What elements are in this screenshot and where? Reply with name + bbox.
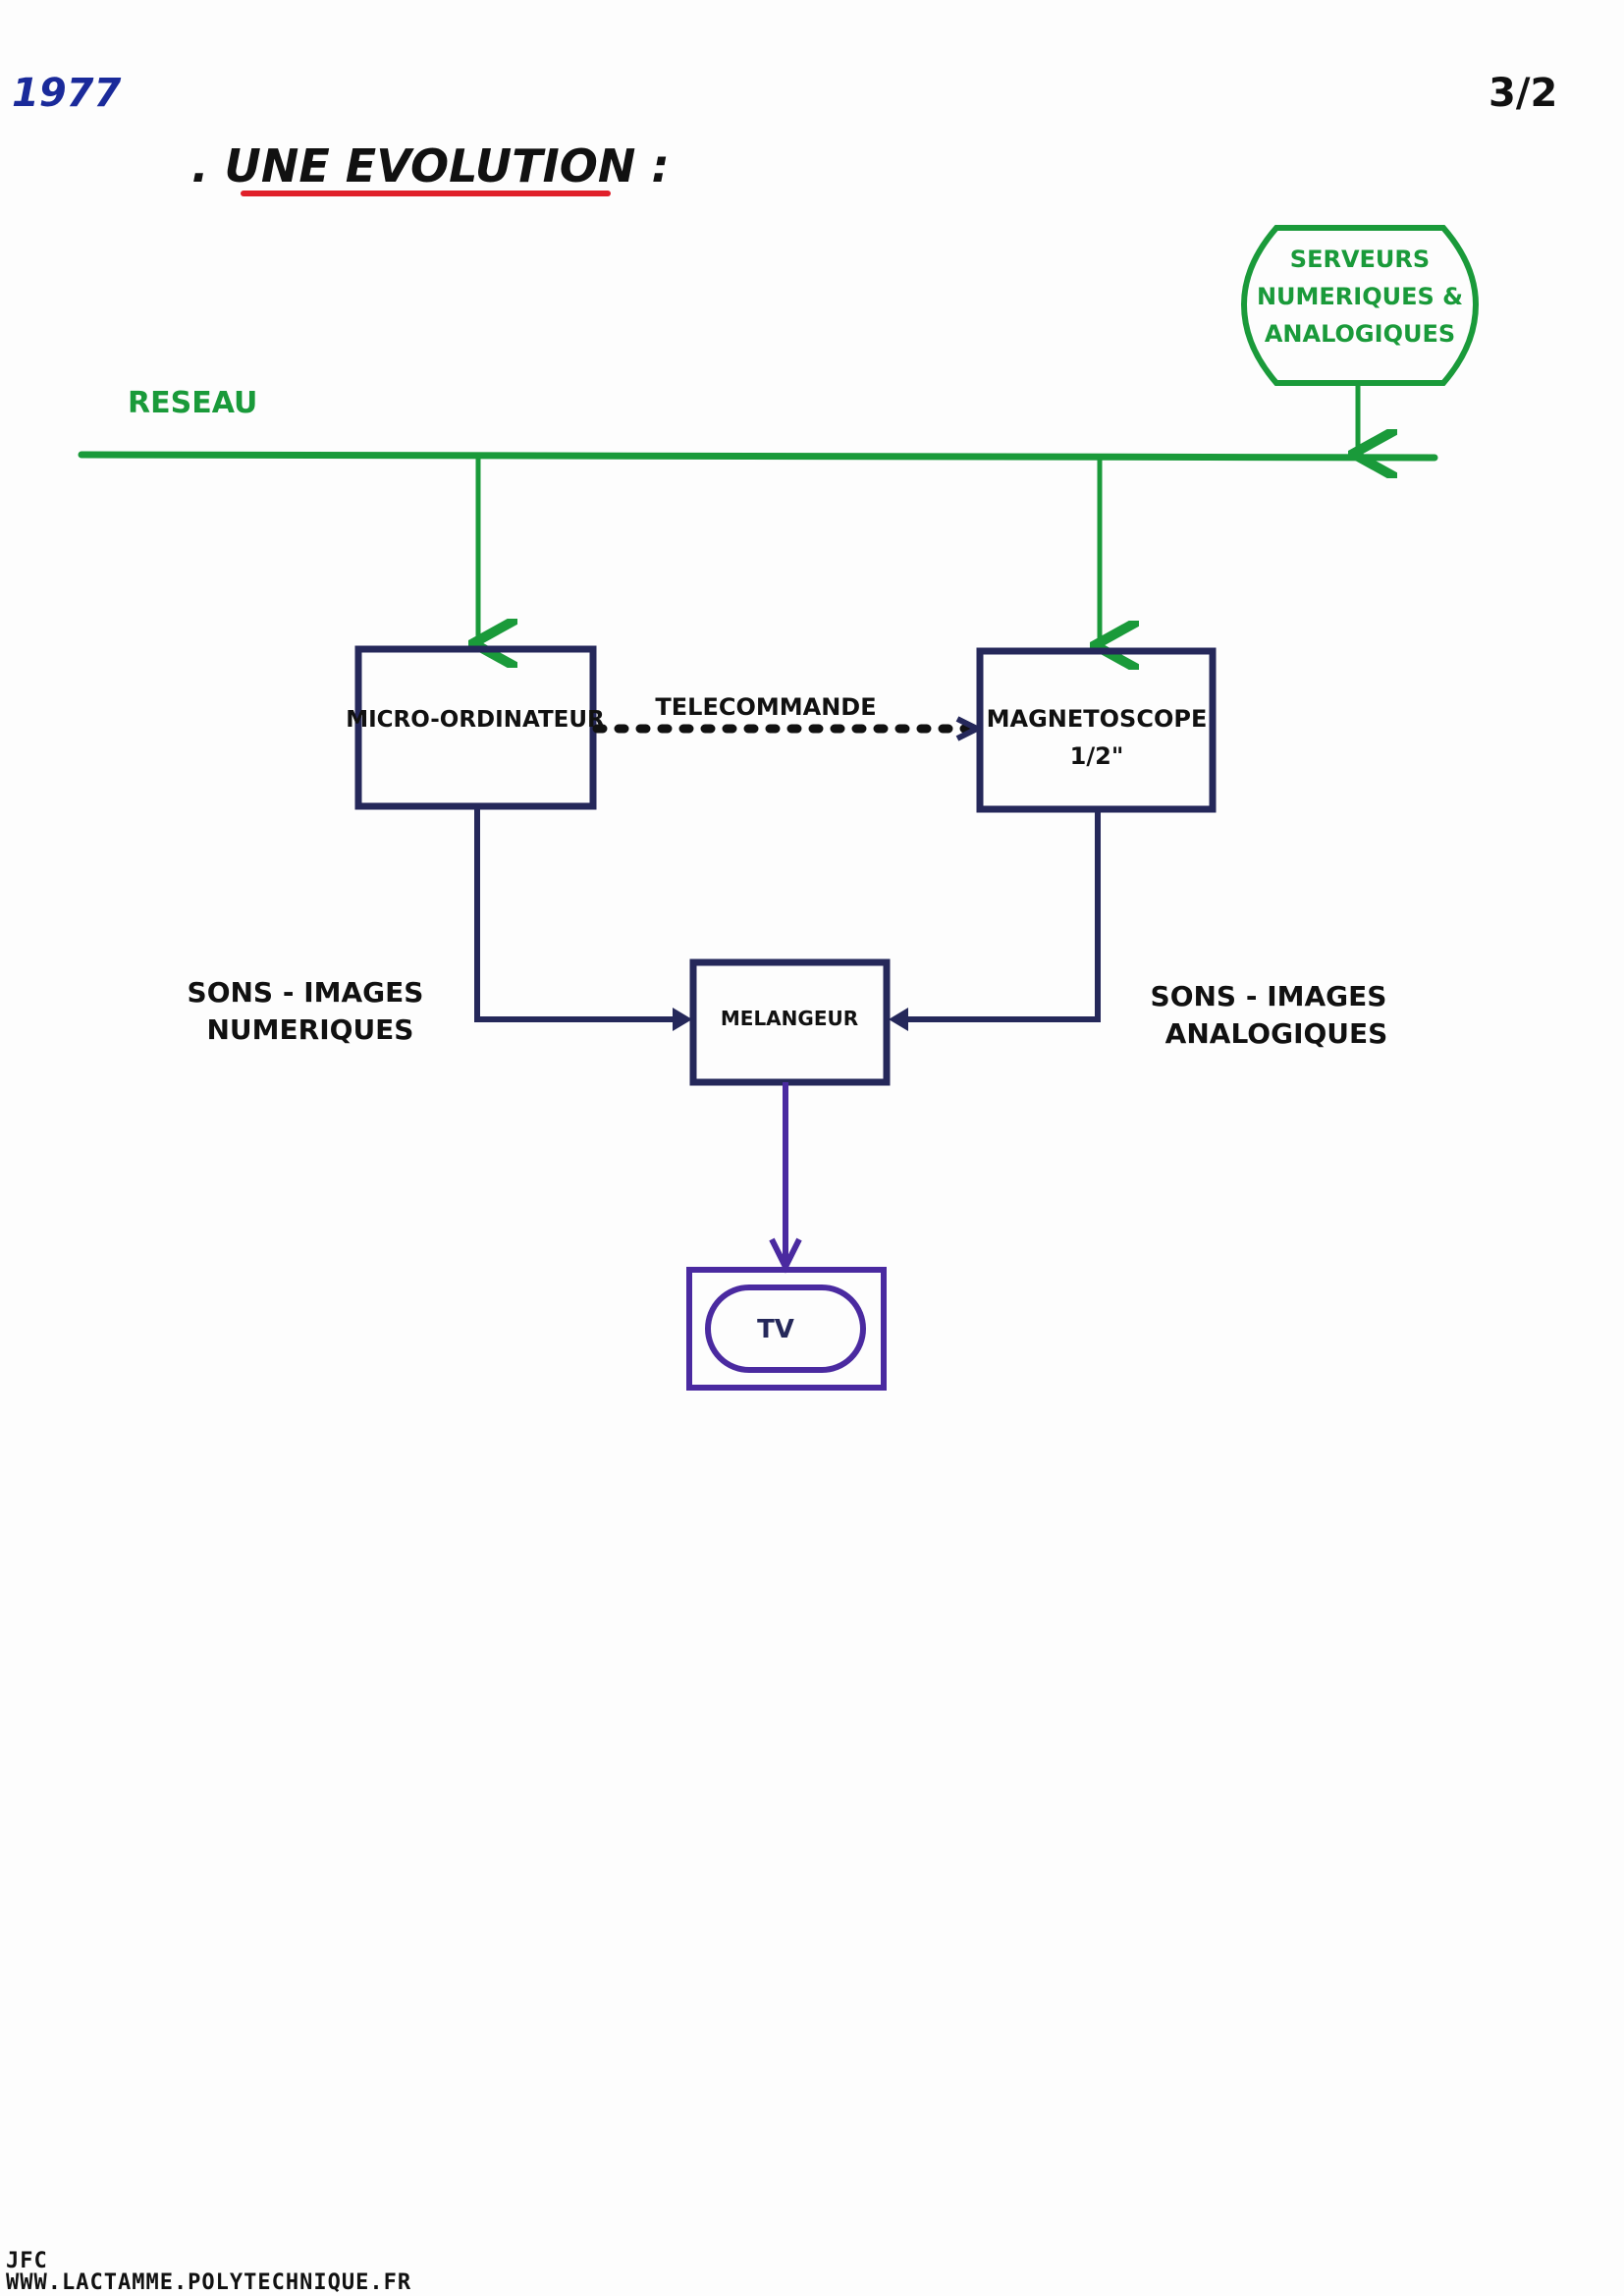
servers-label-1: SERVEURS	[1290, 246, 1430, 273]
tv-box	[686, 1267, 887, 1391]
digital-media-label-1: SONS - IMAGES	[188, 976, 424, 1009]
analog-media-label-1: SONS - IMAGES	[1151, 980, 1387, 1012]
remote-control-label: TELECOMMANDE	[655, 693, 876, 721]
footer-initials: JFC	[6, 2249, 48, 2273]
page-number: 3/2	[1489, 71, 1557, 116]
vcr-to-mixer-arrowhead	[889, 1008, 908, 1031]
vcr-label-1: MAGNETOSCOPE	[987, 705, 1208, 733]
vcr-label-2: 1/2"	[1070, 742, 1124, 770]
tv-label: TV	[757, 1315, 794, 1344]
micro-to-mixer-arrowhead	[673, 1008, 692, 1031]
footer-url: WWW.LACTAMME.POLYTECHNIQUE.FR	[6, 2270, 412, 2295]
vcr-to-mixer-line	[893, 809, 1101, 1022]
year-label: 1977	[12, 71, 121, 116]
servers-node: SERVEURS NUMERIQUES & ANALOGIQUES	[1240, 225, 1480, 386]
mixer-label: MELANGEUR	[721, 1007, 858, 1030]
remote-arrowhead	[955, 716, 984, 741]
tv-screen-icon	[705, 1285, 866, 1373]
micro-computer-label: MICRO-ORDINATEUR	[346, 707, 605, 733]
servers-label-2: NUMERIQUES &	[1257, 283, 1463, 310]
network-label: RESEAU	[128, 386, 257, 420]
analog-media-label-2: ANALOGIQUES	[1165, 1017, 1388, 1050]
network-bus	[78, 451, 1438, 462]
micro-to-mixer-line	[474, 806, 687, 1022]
digital-media-label-2: NUMERIQUES	[207, 1013, 414, 1046]
servers-label-3: ANALOGIQUES	[1265, 320, 1455, 348]
mixer-box	[689, 958, 891, 1086]
page-title: . UNE EVOLUTION :	[191, 139, 670, 192]
